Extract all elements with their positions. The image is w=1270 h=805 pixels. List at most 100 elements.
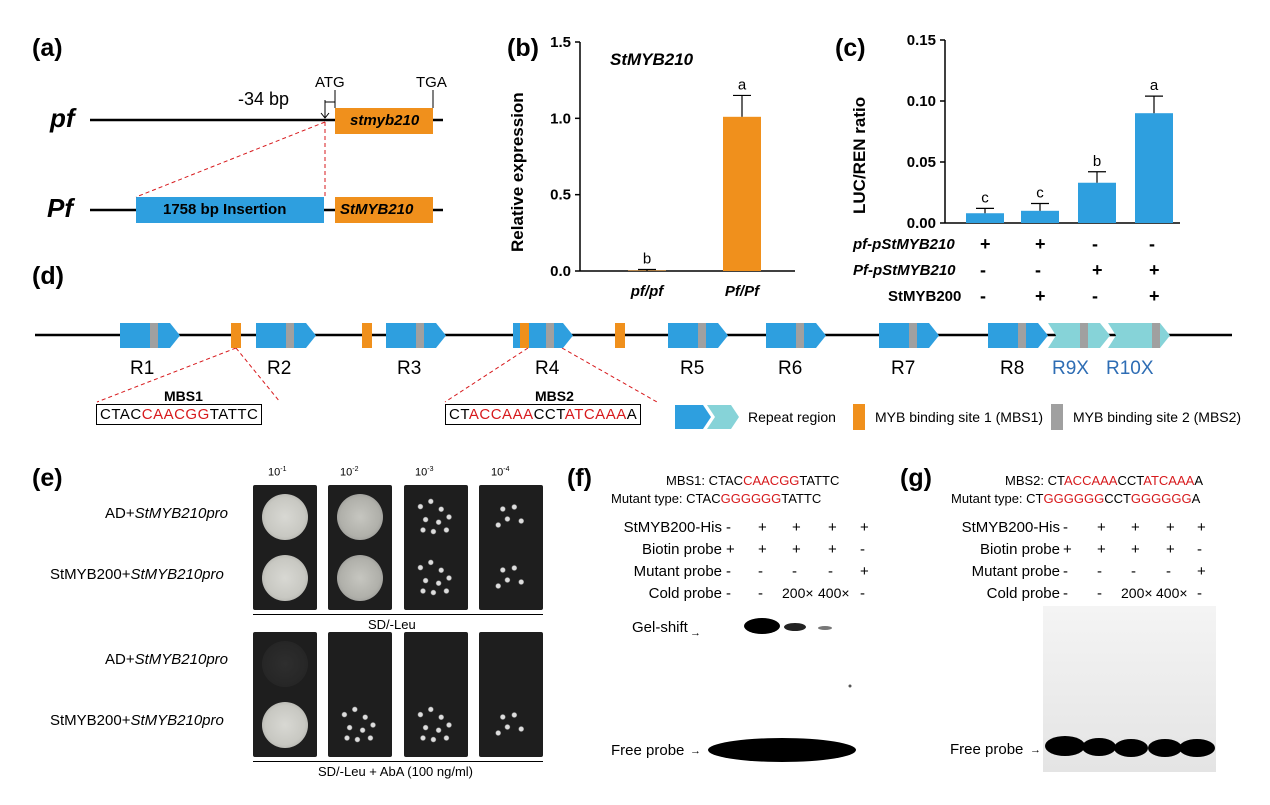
emsa-sign: - <box>1063 519 1068 536</box>
emsa-sign: - <box>758 585 763 602</box>
emsa-sign: + <box>1097 519 1106 536</box>
mbs2-mark <box>150 323 158 348</box>
emsa-sign: + <box>758 519 767 536</box>
StMYB210-box-label: StMYB210 <box>340 201 414 218</box>
significance-letter: b <box>643 250 651 267</box>
mbs2-mark <box>796 323 804 348</box>
f-gel-shift-label: Gel-shift <box>632 619 688 636</box>
legend-mbs2-swatch <box>1051 404 1063 430</box>
plate <box>328 546 392 610</box>
mbs2-mark <box>546 323 554 348</box>
emsa-row-label: Mutant probe <box>971 563 1060 580</box>
legend-repeat-icon <box>675 405 739 429</box>
c-row-1-label: pf-pStMYB210 <box>853 236 955 253</box>
legend-mbs1-label: MYB binding site 1 (MBS1) <box>875 409 1044 425</box>
e-row-2-label: StMYB200+StMYB210pro <box>50 566 224 583</box>
y-tick-label: 1.5 <box>550 34 571 51</box>
plate <box>404 485 468 549</box>
cond1-label: SD/-Leu <box>368 617 416 632</box>
emsa-sign: - <box>1166 563 1171 580</box>
mbs1-title: MBS1 <box>164 388 203 404</box>
emsa-row-label: Biotin probe <box>979 541 1060 558</box>
repeat-label-R6: R6 <box>778 358 803 379</box>
g-gel-image <box>1043 606 1216 772</box>
g-mbs-line: MBS2: CTACCAAACCTATCAAAA <box>1005 473 1203 488</box>
panel-e-label: (e) <box>32 464 63 492</box>
emsa-sign: 200× <box>782 585 814 601</box>
plate <box>479 546 543 610</box>
g-free-probe-arrow-icon: → <box>1030 744 1041 756</box>
emsa-row-label: Biotin probe <box>641 541 722 558</box>
mbs2-mark <box>1018 323 1026 348</box>
cond2-label: SD/-Leu + AbA (100 ng/ml) <box>318 764 474 779</box>
treatment-sign: - <box>1092 286 1098 306</box>
dilution-2: 10-2 <box>340 466 359 479</box>
mbs2-mark <box>1152 323 1160 348</box>
y-tick-label: 0.0 <box>550 263 571 280</box>
plate <box>479 485 543 549</box>
dilution-3: 10-3 <box>415 466 434 479</box>
treatment-sign: - <box>980 286 986 306</box>
y-tick-label: 0.10 <box>907 93 936 110</box>
emsa-sign: - <box>1197 585 1202 602</box>
emsa-sign: - <box>860 585 865 602</box>
plate <box>404 632 468 696</box>
plate <box>479 632 543 696</box>
category-label: pf/pf <box>630 283 665 300</box>
bar <box>1078 182 1116 223</box>
mbs1-mark <box>362 323 372 348</box>
mbs2-mark <box>909 323 917 348</box>
mbs1-mark <box>615 323 625 348</box>
plate <box>479 693 543 757</box>
emsa-sign: - <box>828 563 833 580</box>
emsa-sign: - <box>1197 541 1202 558</box>
plate <box>253 632 317 696</box>
atg-label: ATG <box>315 74 345 91</box>
emsa-row-label: Cold probe <box>986 585 1060 602</box>
bp34-label: -34 bp <box>238 89 290 109</box>
treatment-sign: + <box>1092 260 1103 280</box>
pf-allele-label: pf <box>50 103 75 133</box>
emsa-sign: - <box>1063 585 1068 602</box>
emsa-sign: + <box>1097 541 1106 558</box>
chart-c-ylabel: LUC/REN ratio <box>850 96 869 214</box>
panel-g-label: (g) <box>900 464 932 492</box>
plate <box>253 546 317 610</box>
plate <box>404 693 468 757</box>
plate <box>328 485 392 549</box>
emsa-sign: - <box>758 563 763 580</box>
mbs2-sequence-box: CTACCAAACCTATCAAAA <box>445 404 642 425</box>
treatment-sign: - <box>1092 234 1098 254</box>
repeat-label-R1: R1 <box>130 358 155 379</box>
f-mutant-line: Mutant type: CTACGGGGGGTATTC <box>611 491 822 506</box>
legend-repeat-label: Repeat region <box>748 409 836 425</box>
emsa-sign: 400× <box>818 585 850 601</box>
legend-mbs1-swatch <box>853 404 865 430</box>
c-row-3-label: StMYB200 <box>888 288 962 305</box>
emsa-sign: + <box>1197 519 1206 536</box>
emsa-row-label: Mutant probe <box>633 563 722 580</box>
insertion-box-label: 1758 bp Insertion <box>163 201 287 218</box>
y-tick-label: 0.05 <box>907 154 936 171</box>
plate <box>328 632 392 696</box>
mbs1-mark <box>520 323 529 348</box>
emsa-sign: + <box>1063 541 1072 558</box>
g-free-probe-label: Free probe <box>950 741 1024 758</box>
panel-b-label: (b) <box>507 34 539 62</box>
emsa-sign: 200× <box>1121 585 1153 601</box>
treatment-sign: + <box>1149 260 1160 280</box>
f-free-probe-arrow-icon: → <box>690 745 701 757</box>
emsa-sign: + <box>1166 541 1175 558</box>
y-tick-label: 0.00 <box>907 215 936 232</box>
plate <box>253 485 317 549</box>
f-mbs-line: MBS1: CTACCAACGGTATTC <box>666 473 840 488</box>
repeat-label-R5: R5 <box>680 358 705 379</box>
emsa-row-label: StMYB200-His <box>961 519 1060 536</box>
mbs2-mark <box>286 323 294 348</box>
stmyb210-box-label: stmyb210 <box>350 112 420 129</box>
e-row-1-label: AD+StMYB210pro <box>105 505 228 522</box>
mbs2-mark <box>698 323 706 348</box>
legend-mbs2-label: MYB binding site 2 (MBS2) <box>1073 409 1242 425</box>
